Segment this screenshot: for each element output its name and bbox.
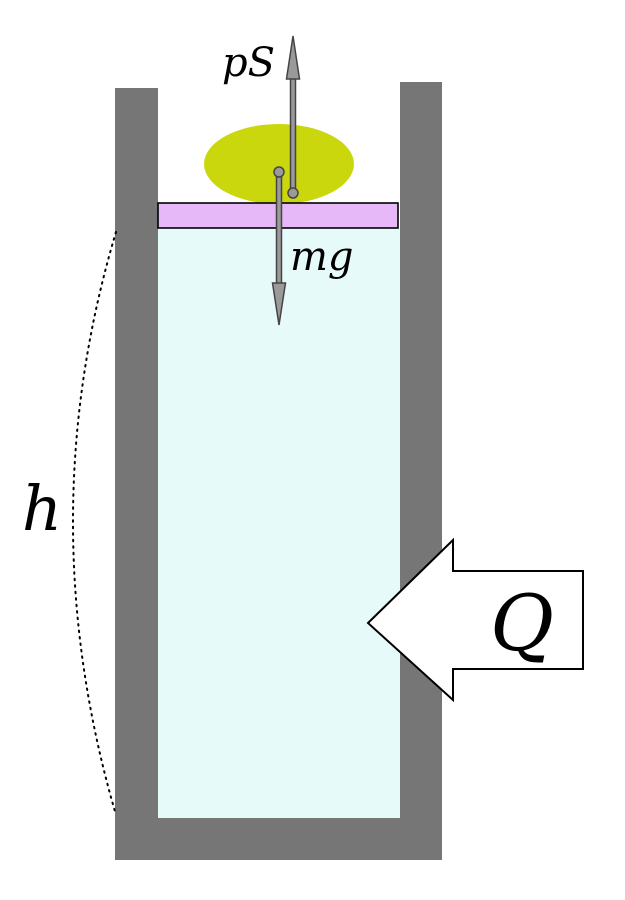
- cylinder-bottom: [115, 818, 442, 860]
- cylinder-left-wall: [115, 88, 158, 860]
- pressure-force-label: pS: [222, 40, 275, 86]
- load-mass: [204, 124, 354, 204]
- height-indicator-arc: [72, 231, 117, 816]
- gravity-force-arrow: [271, 166, 287, 326]
- cylinder-right-wall: [400, 82, 442, 860]
- gas-region: [158, 228, 400, 818]
- gravity-force-label: mg: [290, 234, 354, 280]
- height-label: h: [22, 472, 62, 545]
- heat-label: Q: [490, 579, 554, 669]
- pressure-force-arrow: [285, 35, 301, 199]
- heat-arrow: [366, 537, 584, 703]
